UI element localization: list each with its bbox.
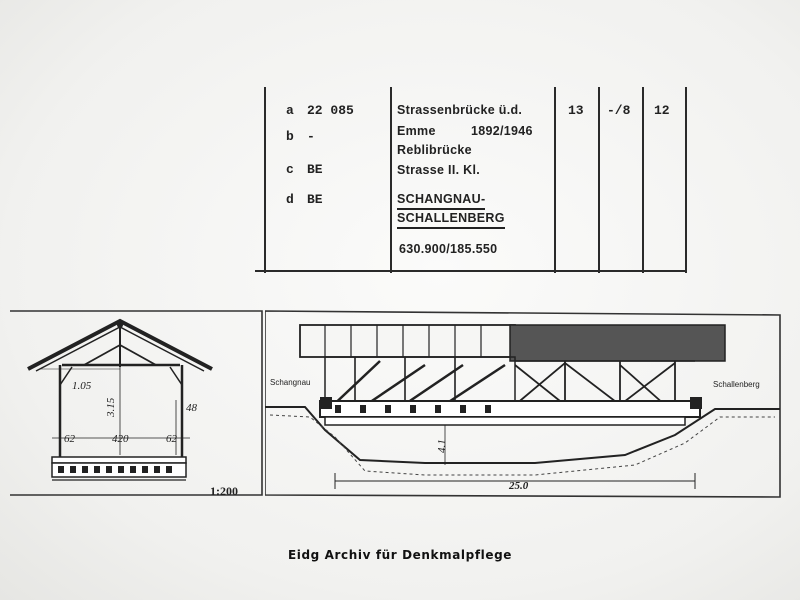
card-divider-4 — [642, 87, 644, 273]
description-line-4: Strasse II. Kl. — [397, 163, 481, 177]
card-divider-5 — [685, 87, 687, 273]
row-code-d: BE — [307, 192, 323, 207]
card-bottom-border — [255, 270, 687, 272]
index-card-table: a 22 085 b - c BE d BE Strassenbrücke ü.… — [170, 85, 690, 273]
card-divider-1 — [390, 87, 392, 273]
dim-width-label: 420 — [112, 433, 129, 445]
row-letter-c: c — [286, 162, 294, 177]
row-letter-a: a — [286, 103, 294, 118]
dim-left-label: 62 — [64, 433, 76, 445]
coordinates: 630.900/185.550 — [399, 242, 498, 256]
description-line-3: Reblibrücke — [397, 143, 472, 157]
card-divider-2 — [554, 87, 556, 273]
description-years: 1892/1946 — [471, 124, 533, 138]
dim-span-label: 25.0 — [508, 480, 529, 492]
row-letter-d: d — [286, 192, 294, 207]
label-schallenberg: Schallenberg — [713, 380, 760, 389]
dim-side-label: 48 — [186, 402, 198, 414]
scale-label: 1:200 — [210, 484, 238, 498]
description-place: Emme — [397, 124, 436, 138]
archive-caption: Eidg Archiv für Denkmalpflege — [287, 548, 513, 562]
elevation-drawing: Schangnau Schallenberg 4.1 25.0 — [265, 310, 781, 498]
row-code-a: 22 085 — [307, 103, 354, 118]
location-line-2: SCHALLENBERG — [397, 211, 505, 229]
col-value-3: 12 — [654, 103, 670, 118]
dim-right-label: 62 — [166, 433, 178, 445]
col-value-1: 13 — [568, 103, 584, 118]
col-value-2: -/8 — [607, 103, 631, 118]
row-letter-b: b — [286, 129, 294, 144]
location-line-1: SCHANGNAU- — [397, 192, 486, 210]
row-code-b: - — [307, 129, 315, 144]
cross-section-drawing: 1.05 3.15 48 62 420 62 1:200 — [10, 310, 263, 498]
label-schangnau: Schangnau — [270, 378, 310, 387]
dim-height-label: 3.15 — [105, 397, 117, 418]
row-code-c: BE — [307, 162, 323, 177]
dim-top-label: 1.05 — [72, 380, 92, 392]
card-left-border — [264, 87, 266, 273]
dim-clearance-label: 4.1 — [436, 439, 448, 453]
card-divider-3 — [598, 87, 600, 273]
description-line-1: Strassenbrücke ü.d. — [397, 103, 523, 117]
